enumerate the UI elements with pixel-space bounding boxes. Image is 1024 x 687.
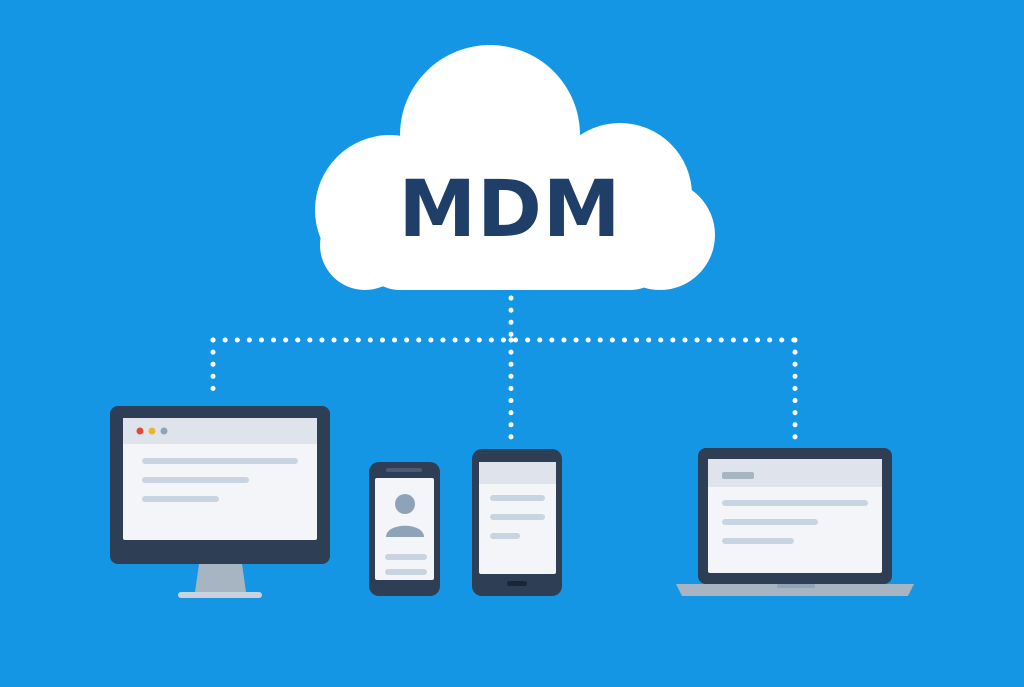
- monitor-stand: [195, 564, 246, 592]
- window-minimize-dot: [148, 427, 156, 435]
- tablet-home-button: [507, 581, 527, 586]
- cloud-shape: [315, 45, 715, 290]
- profile-avatar-body: [386, 525, 424, 537]
- laptop-trackpad-notch: [777, 584, 815, 588]
- profile-avatar-head: [395, 494, 415, 514]
- window-maximize-dot: [160, 427, 168, 435]
- monitor-base: [178, 592, 262, 598]
- laptop: [676, 448, 914, 596]
- cloud-label-mdm: MDM: [398, 165, 622, 255]
- laptop-base: [676, 584, 914, 596]
- desktop-monitor: [110, 406, 330, 598]
- tablet: [472, 449, 562, 596]
- smartphone: [369, 462, 440, 596]
- window-close-dot: [136, 427, 144, 435]
- connector-lines: [210, 295, 798, 449]
